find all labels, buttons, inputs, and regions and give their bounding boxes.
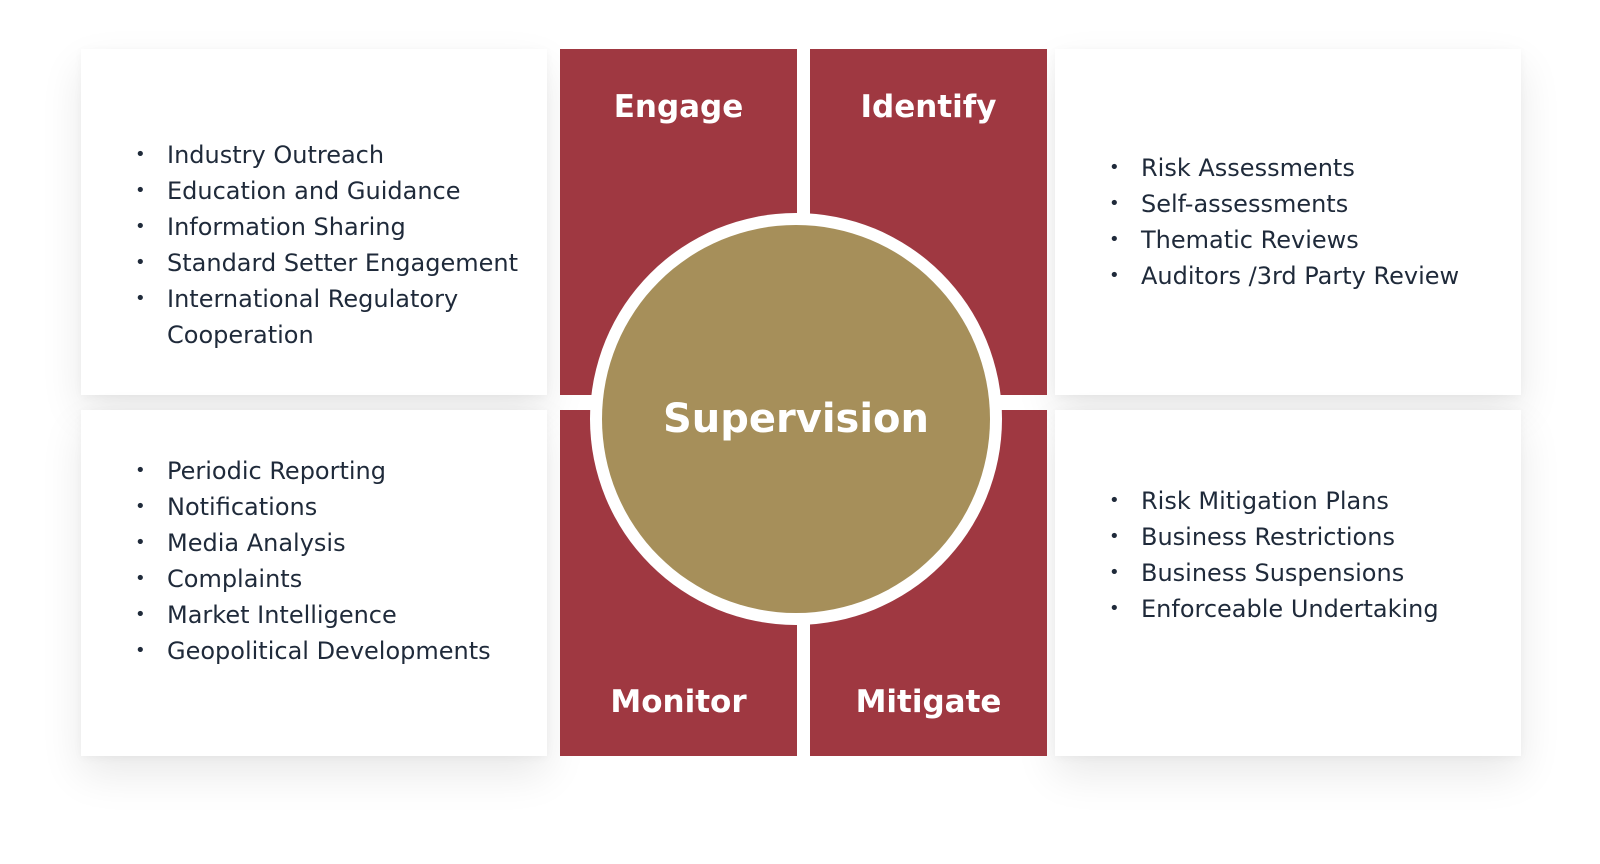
list-item: Industry Outreach: [135, 137, 545, 173]
list-item: Auditors /3rd Party Review: [1109, 258, 1519, 294]
list-item: Risk Assessments: [1109, 150, 1519, 186]
list-item: Periodic Reporting: [135, 453, 545, 489]
monitor-label: Monitor: [610, 684, 747, 720]
list-item: Geopolitical Developments: [135, 633, 545, 669]
list-item: International Regulatory Cooperation: [135, 281, 545, 353]
engage-card: Industry Outreach Education and Guidance…: [81, 49, 547, 395]
supervision-circle: Supervision: [602, 225, 990, 613]
monitor-list: Periodic Reporting Notifications Media A…: [135, 453, 545, 669]
identify-card: Risk Assessments Self-assessments Themat…: [1055, 49, 1521, 395]
mitigate-list: Risk Mitigation Plans Business Restricti…: [1109, 483, 1519, 627]
list-item: Enforceable Undertaking: [1109, 591, 1519, 627]
list-item: Market Intelligence: [135, 597, 545, 633]
list-item: Complaints: [135, 561, 545, 597]
list-item: Thematic Reviews: [1109, 222, 1519, 258]
list-item: Business Restrictions: [1109, 519, 1519, 555]
list-item: Standard Setter Engagement: [135, 245, 545, 281]
engage-label: Engage: [613, 89, 744, 125]
mitigate-card: Risk Mitigation Plans Business Restricti…: [1055, 410, 1521, 756]
list-item: Education and Guidance: [135, 173, 545, 209]
supervision-hub: Supervision: [590, 213, 1002, 625]
list-item: Self-assessments: [1109, 186, 1519, 222]
list-item: Risk Mitigation Plans: [1109, 483, 1519, 519]
identify-label: Identify: [860, 89, 997, 125]
list-item: Business Suspensions: [1109, 555, 1519, 591]
monitor-card: Periodic Reporting Notifications Media A…: [81, 410, 547, 756]
list-item: Media Analysis: [135, 525, 545, 561]
list-item: Notifications: [135, 489, 545, 525]
identify-list: Risk Assessments Self-assessments Themat…: [1109, 150, 1519, 294]
list-item: Information Sharing: [135, 209, 545, 245]
supervision-label: Supervision: [662, 396, 930, 442]
mitigate-label: Mitigate: [855, 684, 1002, 720]
engage-list: Industry Outreach Education and Guidance…: [135, 137, 545, 353]
